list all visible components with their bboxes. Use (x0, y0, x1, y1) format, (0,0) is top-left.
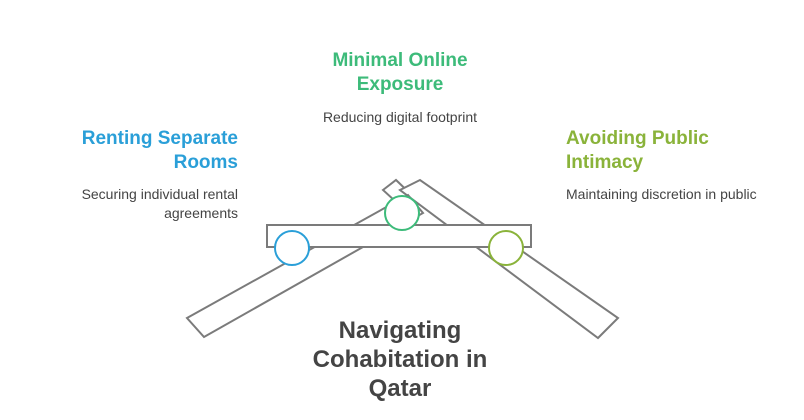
diagram-title: Navigating Cohabitation in Qatar (312, 317, 488, 402)
node-description-top: Reducing digital footprint (322, 109, 478, 125)
node-circle-top (384, 195, 420, 231)
node-title-top: Minimal Online Exposure (332, 50, 468, 95)
node-circle-right (488, 230, 524, 266)
node-circle-left (274, 230, 310, 266)
node-title-right: Avoiding Public Intimacy (566, 128, 709, 173)
node-description-right: Maintaining discretion in public (566, 186, 757, 202)
node-description-left: Securing individual rental agreements (81, 186, 238, 221)
node-title-left: Renting Separate Rooms (81, 128, 238, 173)
